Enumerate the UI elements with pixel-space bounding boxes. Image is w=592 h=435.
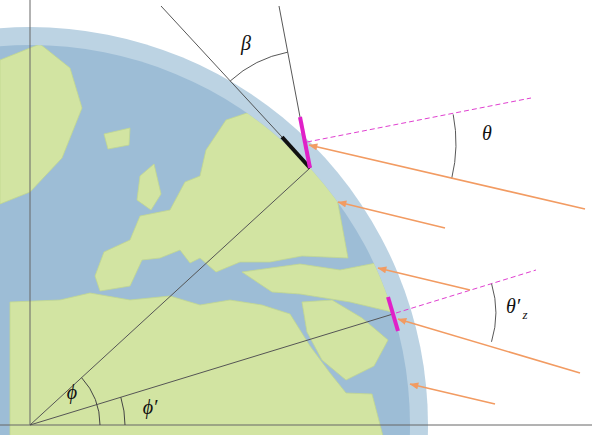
greenland bbox=[0, 44, 82, 204]
incidence-angle-label: θ bbox=[482, 123, 492, 143]
radius-line bbox=[30, 168, 310, 425]
latitude-angle-label: ϕ bbox=[67, 382, 77, 402]
latitude-angle-label: ϕ′ bbox=[143, 397, 158, 417]
tilted-panel bbox=[300, 117, 310, 168]
surface-panel bbox=[388, 297, 398, 331]
sun-ray bbox=[378, 268, 470, 290]
earth-disc bbox=[0, 45, 410, 435]
angle-arc bbox=[121, 397, 125, 425]
europe bbox=[95, 108, 348, 291]
panel-normal bbox=[307, 98, 531, 142]
subscript-label: z bbox=[522, 308, 527, 321]
angle-arc bbox=[452, 114, 456, 178]
sun-ray bbox=[398, 319, 580, 373]
britain bbox=[137, 164, 161, 210]
vertical-axis bbox=[30, 0, 31, 425]
sun-ray bbox=[410, 384, 495, 404]
angle-arc bbox=[82, 378, 100, 425]
radius-line bbox=[30, 314, 393, 425]
iceland bbox=[104, 128, 130, 149]
angle-arc bbox=[492, 284, 496, 342]
zenith-angle-label: θ′ bbox=[506, 296, 520, 316]
atmosphere bbox=[0, 27, 428, 435]
arabia bbox=[302, 300, 388, 380]
tilt-angle-label: β bbox=[241, 33, 251, 53]
panel-extension-line bbox=[279, 6, 300, 117]
sun-ray bbox=[338, 202, 445, 228]
tangent-line bbox=[161, 6, 282, 137]
continents bbox=[0, 44, 424, 435]
sun-rays bbox=[309, 145, 585, 404]
angle-arc bbox=[230, 52, 287, 81]
sun-ray bbox=[309, 145, 585, 209]
horizontal-axis bbox=[0, 425, 592, 426]
